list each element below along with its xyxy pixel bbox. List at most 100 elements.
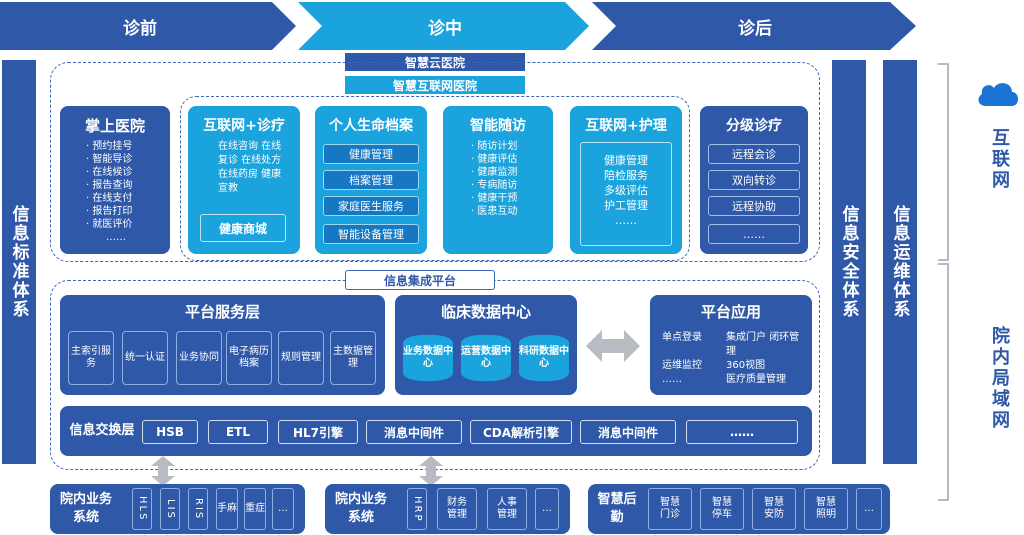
life-record-item[interactable]: 家庭医生服务 <box>323 196 419 216</box>
platform-service-layer: 平台服务层 主索引服务 统一认证 业务协同 电子病历档案 规则管理 主数据管理 <box>60 295 385 395</box>
health-mall-button[interactable]: 健康商城 <box>200 214 286 242</box>
tiered-item[interactable]: 双向转诊 <box>708 170 800 190</box>
card-mobile-hospital: 掌上医院 · 预约挂号 · 智能导诊 · 在线候诊 · 报告查询 · 在线支付 … <box>60 106 170 254</box>
double-arrow-icon <box>586 330 640 362</box>
life-record-item[interactable]: 档案管理 <box>323 170 419 190</box>
list-item: 多级评估 <box>604 184 648 197</box>
more-box[interactable]: …… <box>686 420 798 444</box>
internet-region <box>50 62 820 262</box>
info-standard-bar: 信息标准体系 <box>2 60 36 464</box>
life-record-item[interactable]: 智能设备管理 <box>323 224 419 244</box>
list-item: 护工管理 <box>604 199 648 212</box>
system-tile[interactable]: 智慧照明 <box>804 488 848 530</box>
list-item: 健康管理 <box>604 154 648 167</box>
card-internet-diagnosis: 互联网+诊疗 在线咨询 在线复诊 在线处方 在线药房 健康宣教 健康商城 <box>188 106 300 254</box>
smart-logistics: 智慧后勤 智慧门诊 智慧停车 智慧安防 智慧照明 … <box>588 484 890 534</box>
card-life-record-title: 个人生命档案 <box>329 118 413 134</box>
card-internet-dx-title: 互联网+诊疗 <box>203 118 285 134</box>
system-tile[interactable]: … <box>272 488 294 530</box>
list-item: 医疗质量管理 <box>726 374 786 385</box>
etl-box[interactable]: ETL <box>208 420 268 444</box>
system-title: 智慧后勤 <box>597 492 637 525</box>
system-tile[interactable]: 智慧停车 <box>700 488 744 530</box>
card-tiered-title: 分级诊疗 <box>726 118 782 134</box>
vertical-arrow-icon <box>419 456 443 486</box>
system-tile[interactable]: LIS <box>160 488 180 530</box>
system-title: 院内业务系统 <box>59 492 112 525</box>
card-followup-title: 智能随访 <box>470 118 526 134</box>
service-tile[interactable]: 规则管理 <box>278 331 324 385</box>
system-tile[interactable]: 智慧安防 <box>752 488 796 530</box>
card-mobile-title: 掌上医院 <box>84 116 145 135</box>
phase-arrows <box>0 2 916 50</box>
card-smart-followup: 智能随访 · 随访计划 · 健康评估 · 健康监测 · 专病随访 · 健康干预 … <box>443 106 553 254</box>
tiered-item[interactable]: 远程协助 <box>708 196 800 216</box>
info-security-bar: 信息安全体系 <box>832 60 866 464</box>
service-tile[interactable]: 主索引服务 <box>68 331 114 385</box>
research-data-center[interactable]: 科研数据中心 <box>519 335 569 381</box>
list-item: 运维监控 <box>662 360 702 371</box>
nursing-list: 健康管理 陪检服务 多级评估 护工管理 …… <box>580 142 672 246</box>
card-nursing-title: 互联网+护理 <box>585 118 667 134</box>
card-internet-dx-text: 在线咨询 在线复诊 在线处方 在线药房 健康宣教 <box>218 141 282 194</box>
cda-engine-box[interactable]: CDA解析引擎 <box>470 420 572 444</box>
list-item: · 健康监测 <box>471 167 518 178</box>
system-tile[interactable]: HRP <box>407 488 427 530</box>
list-item: · 专病随访 <box>471 180 518 191</box>
message-middleware-box[interactable]: 消息中间件 <box>366 420 462 444</box>
system-tile[interactable]: … <box>856 488 882 530</box>
life-record-item[interactable]: 健康管理 <box>323 144 419 164</box>
card-internet-nursing: 互联网+护理 健康管理 陪检服务 多级评估 护工管理 …… <box>570 106 682 254</box>
platform-app-col2: 集成门户 闭环管理 360视图 医疗质量管理 <box>726 331 808 387</box>
tiered-item[interactable]: …… <box>708 224 800 244</box>
service-tile[interactable]: 统一认证 <box>122 331 168 385</box>
list-item: 陪检服务 <box>604 169 648 182</box>
system-tile[interactable]: … <box>535 488 559 530</box>
list-item: · 医患互动 <box>471 206 518 217</box>
platform-application: 平台应用 单点登录 运维监控 …… 集成门户 闭环管理 360视图 医疗质量管理 <box>650 295 812 395</box>
hl7-engine-box[interactable]: HL7引擎 <box>278 420 358 444</box>
hsb-box[interactable]: HSB <box>142 420 198 444</box>
platform-app-title: 平台应用 <box>700 302 761 321</box>
info-ops-bar: 信息运维体系 <box>883 60 917 464</box>
list-item: · 就医评价 <box>86 219 133 230</box>
clinical-data-center: 临床数据中心 业务数据中心 运营数据中心 科研数据中心 <box>395 295 577 395</box>
service-tile[interactable]: 业务协同 <box>176 331 222 385</box>
list-item: · 智能导诊 <box>86 154 133 165</box>
internet-label: 互联网 <box>989 127 1010 191</box>
operation-data-center[interactable]: 运营数据中心 <box>461 335 511 381</box>
list-item: · 报告查询 <box>86 180 133 191</box>
platform-app-col1: 单点登录 运维监控 …… <box>662 331 702 387</box>
system-tile[interactable]: 重症 <box>244 488 266 530</box>
system-tile[interactable]: 财务管理 <box>437 488 477 530</box>
business-data-center[interactable]: 业务数据中心 <box>403 335 453 381</box>
system-tile[interactable]: 人事管理 <box>487 488 527 530</box>
system-tile[interactable]: 智慧门诊 <box>648 488 692 530</box>
service-tile[interactable]: 电子病历档案 <box>226 331 272 385</box>
vertical-arrow-icon <box>151 456 175 486</box>
card-tiered-care: 分级诊疗 远程会诊 双向转诊 远程协助 …… <box>700 106 808 254</box>
message-middleware-box[interactable]: 消息中间件 <box>580 420 676 444</box>
list-item: 360视图 <box>726 360 766 371</box>
service-tile[interactable]: 主数据管理 <box>330 331 376 385</box>
hospital-system-1: 院内业务系统 HLS LIS RIS 手麻 重症 … <box>50 484 305 534</box>
card-life-record: 个人生命档案 健康管理 档案管理 家庭医生服务 智能设备管理 <box>315 106 427 254</box>
exchange-title: 信息交换层 <box>69 423 135 438</box>
list-item: …… <box>106 232 126 243</box>
list-item: 单点登录 <box>662 332 702 343</box>
list-item: · 健康评估 <box>471 154 518 165</box>
list-item: 集成门户 闭环管理 <box>726 332 800 357</box>
list-item: …… <box>662 374 682 385</box>
phase-before: 诊前 <box>123 18 157 39</box>
list-item: · 在线候诊 <box>86 167 133 178</box>
internet-hospital-label: 智慧互联网医院 <box>345 76 525 94</box>
system-tile[interactable]: RIS <box>188 488 208 530</box>
info-exchange-layer: 信息交换层 HSB ETL HL7引擎 消息中间件 CDA解析引擎 消息中间件 … <box>60 406 812 456</box>
tiered-item[interactable]: 远程会诊 <box>708 144 800 164</box>
list-item: · 在线支付 <box>86 193 133 204</box>
list-item: · 预约挂号 <box>86 141 133 152</box>
system-tile[interactable]: HLS <box>132 488 152 530</box>
system-tile[interactable]: 手麻 <box>216 488 238 530</box>
internet-hospital-region <box>180 96 690 261</box>
hospital-system-2: 院内业务系统 HRP 财务管理 人事管理 … <box>325 484 570 534</box>
